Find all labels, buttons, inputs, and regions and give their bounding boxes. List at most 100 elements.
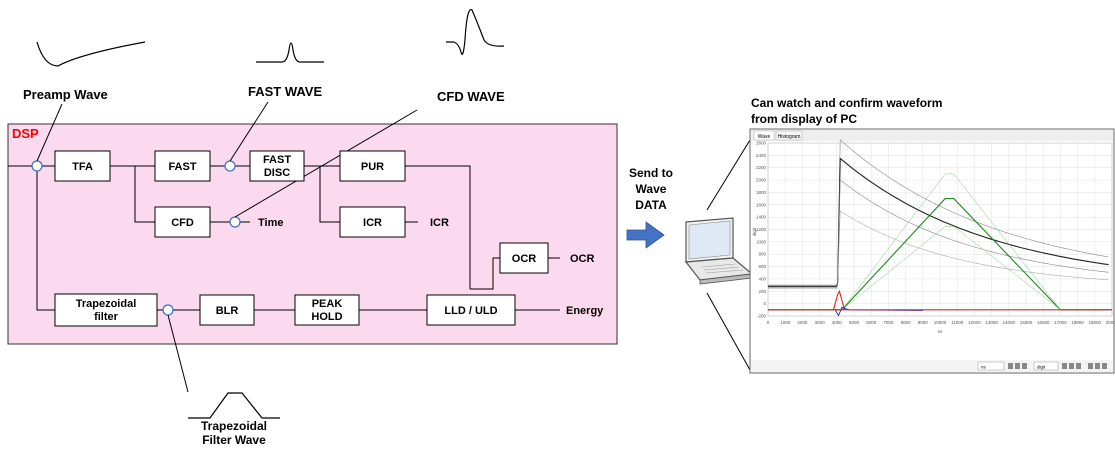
block-fast-disc: FAST DISC <box>249 150 305 182</box>
y-tick-label: 800 <box>758 252 766 257</box>
fast-trace <box>832 289 846 310</box>
fast-wave-sketch <box>256 42 324 63</box>
block-trapezoidal-filter: Trapezoidal filter <box>54 293 158 327</box>
block-lld-uld: LLD / ULD <box>426 294 516 326</box>
y-tick-label: 2400 <box>756 153 767 158</box>
cfd-wave-sketch <box>446 8 505 55</box>
x-tick-label: 17000 <box>1054 320 1067 325</box>
y-tick-label: 0 <box>763 301 766 306</box>
status-field-x[interactable] <box>977 361 1005 371</box>
block-cfd: CFD <box>154 206 211 238</box>
status-field-y[interactable] <box>1033 361 1059 371</box>
block-fast-label: FAST <box>168 161 196 173</box>
zoom-lines <box>706 139 751 371</box>
waveform-traces <box>768 139 1112 317</box>
block-lld-label: LLD / ULD <box>444 305 497 317</box>
tab-histogram-label: Histogram <box>778 134 801 140</box>
status-field-x-label: ns <box>981 365 987 370</box>
preamp-trace-lower <box>768 179 1109 288</box>
block-tfa-label: TFA <box>72 161 93 173</box>
y-tick-label: 200 <box>758 289 766 294</box>
trapezoid-trace-lower <box>841 226 1061 310</box>
fast-wave-label: FAST WAVE <box>248 84 322 99</box>
block-cfd-label: CFD <box>171 217 194 229</box>
preamp-trace-main <box>768 157 1109 287</box>
preamp-wave-label: Preamp Wave <box>23 87 108 102</box>
y-tick-label: -200 <box>757 314 767 319</box>
x-tick-label: 15000 <box>1020 320 1033 325</box>
block-fast: FAST <box>154 150 211 182</box>
x-tick-label: 14000 <box>1003 320 1016 325</box>
output-time: Time <box>258 217 283 229</box>
y-tick-label: 2600 <box>756 141 767 146</box>
x-tick-label: 5000 <box>849 320 860 325</box>
trapezoid-trace-upper <box>841 173 1061 310</box>
y-tick-label: 400 <box>758 276 766 281</box>
signal-wires <box>8 165 560 311</box>
y-tick-label: 1200 <box>756 227 767 232</box>
trap-wave-label-1: Trapezoidal <box>201 419 267 433</box>
watch-label-2: from display of PC <box>751 112 857 126</box>
preamp-trace-low <box>768 210 1109 289</box>
laptop-icon <box>684 217 754 285</box>
x-tick-label: 11000 <box>951 320 964 325</box>
block-blr-label: BLR <box>216 305 239 317</box>
plot-grid <box>767 142 1113 317</box>
block-peak-hold: PEAK HOLD <box>294 294 360 326</box>
y-tick-label: 1400 <box>756 215 767 220</box>
x-tick-label: 0 <box>767 320 770 325</box>
preamp-tap <box>31 160 43 172</box>
preamp-trace-upper <box>768 139 1109 286</box>
y-axis-title: digit <box>752 227 757 236</box>
block-icr-label: ICR <box>363 217 382 229</box>
block-peak-label-1: PEAK <box>312 298 343 310</box>
block-icr: ICR <box>339 206 406 238</box>
block-pur: PUR <box>339 150 406 182</box>
y-tick-label: 1600 <box>756 202 767 207</box>
x-tick-label: 6000 <box>866 320 877 325</box>
y-tick-label: 1000 <box>756 239 767 244</box>
block-fast-disc-label-2: DISC <box>264 167 290 179</box>
output-ocr: OCR <box>570 253 595 265</box>
x-axis-title: ns <box>938 329 944 334</box>
x-tick-label: 7000 <box>883 320 894 325</box>
block-fast-disc-label-1: FAST <box>263 154 291 166</box>
block-trap-label-1: Trapezoidal <box>76 298 137 310</box>
fast-tap <box>224 160 236 172</box>
y-tick-label: 600 <box>758 264 766 269</box>
tab-wave-label: Wave <box>758 134 771 140</box>
x-tick-label: 4000 <box>832 320 843 325</box>
block-tfa: TFA <box>54 150 111 182</box>
x-tick-label: 12000 <box>968 320 981 325</box>
x-tick-label: 3000 <box>815 320 826 325</box>
output-energy: Energy <box>566 305 604 317</box>
y-tick-label: 1800 <box>756 190 767 195</box>
watch-label-1: Can watch and confirm waveform <box>751 96 942 110</box>
y-ticks: 2600240022002000180016001400120010008006… <box>756 141 767 319</box>
cfd-tap <box>229 216 241 228</box>
x-tick-label: 1000 <box>780 320 791 325</box>
trap-tap <box>162 304 174 316</box>
x-tick-label: 10000 <box>934 320 947 325</box>
block-peak-label-2: HOLD <box>311 311 342 323</box>
y-tick-label: 2200 <box>756 165 767 170</box>
cfd-wave-label: CFD WAVE <box>437 89 505 104</box>
trapezoid-wave-sketch <box>188 392 280 419</box>
trap-wave-label-2: Filter Wave <box>202 433 266 447</box>
tab-histogram[interactable] <box>775 130 803 141</box>
dsp-label: DSP <box>12 126 39 141</box>
send-arrow-icon <box>626 221 665 249</box>
waveform-window: Wave Histogram 2600240022002000180016001… <box>749 128 1115 374</box>
status-field-y-label: digit <box>1037 365 1046 370</box>
callout-lines <box>36 101 418 393</box>
block-pur-label: PUR <box>361 161 384 173</box>
x-tick-label: 2000 <box>797 320 808 325</box>
block-ocr-label: OCR <box>512 253 537 265</box>
toolbar-icons[interactable] <box>1008 363 1107 369</box>
preamp-wave-sketch <box>36 41 146 67</box>
tab-wave[interactable] <box>753 130 775 141</box>
x-tick-label: 19000 <box>1089 320 1102 325</box>
x-tick-label: 9000 <box>918 320 929 325</box>
